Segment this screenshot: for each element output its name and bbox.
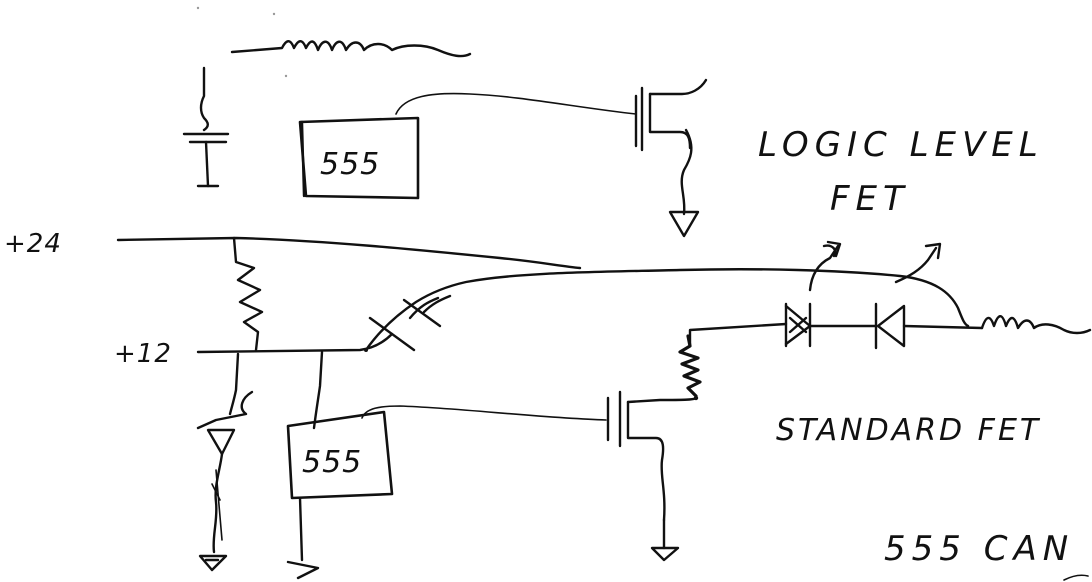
cross-mark — [408, 296, 440, 320]
top-555-chip: 555 — [298, 116, 420, 200]
cross-mark — [368, 316, 416, 352]
top-section: 555 LOGIC LEVEL FET — [182, 6, 1044, 238]
bottom-555-ground — [286, 560, 320, 580]
led-out-wire — [902, 324, 984, 330]
output-squiggle — [980, 315, 1092, 335]
zener-diode — [196, 352, 254, 572]
led-1 — [784, 240, 842, 348]
cross-mark — [422, 294, 452, 314]
divider-resistor — [232, 236, 264, 352]
stray-mark — [272, 12, 276, 16]
bottom-555-chip: 555 — [286, 410, 394, 500]
top-capacitor-symbol — [182, 66, 230, 188]
footer-text: 555 CAN — [884, 529, 1074, 569]
standard-fet — [606, 390, 698, 562]
edge-mark — [1063, 574, 1089, 581]
stray-mark — [284, 74, 288, 78]
drain-resistor — [678, 334, 702, 398]
bottom-555-ground-wire — [298, 496, 304, 562]
crossover-section — [364, 268, 970, 352]
fet-text-top: FET — [830, 179, 910, 219]
power-rails: +24 +12 — [4, 229, 582, 369]
rail-24-label: +24 — [4, 229, 62, 259]
logic-level-fet — [634, 78, 708, 238]
led-feed-wire — [688, 322, 788, 348]
bottom-555-label: 555 — [302, 445, 362, 480]
rail-12-label: +12 — [114, 339, 172, 369]
standard-fet-text: STANDARD FET — [776, 413, 1041, 448]
vcc-555-wire — [312, 350, 324, 430]
bottom-gate-wire — [361, 405, 607, 421]
crossed-wire — [364, 268, 970, 352]
led-section — [688, 240, 1092, 350]
top-555-label: 555 — [320, 147, 380, 182]
logic-level-text: LOGIC LEVEL — [758, 125, 1044, 165]
rail-12-line — [196, 332, 394, 354]
led-2 — [874, 242, 942, 350]
cross-mark — [402, 298, 442, 328]
rail-24-line — [116, 236, 582, 270]
lower-left-section: 555 — [196, 350, 394, 580]
top-gate-wire — [395, 92, 637, 115]
top-squiggle — [230, 40, 472, 58]
stray-mark — [196, 6, 200, 10]
standard-fet-section: STANDARD FET — [361, 334, 1041, 562]
